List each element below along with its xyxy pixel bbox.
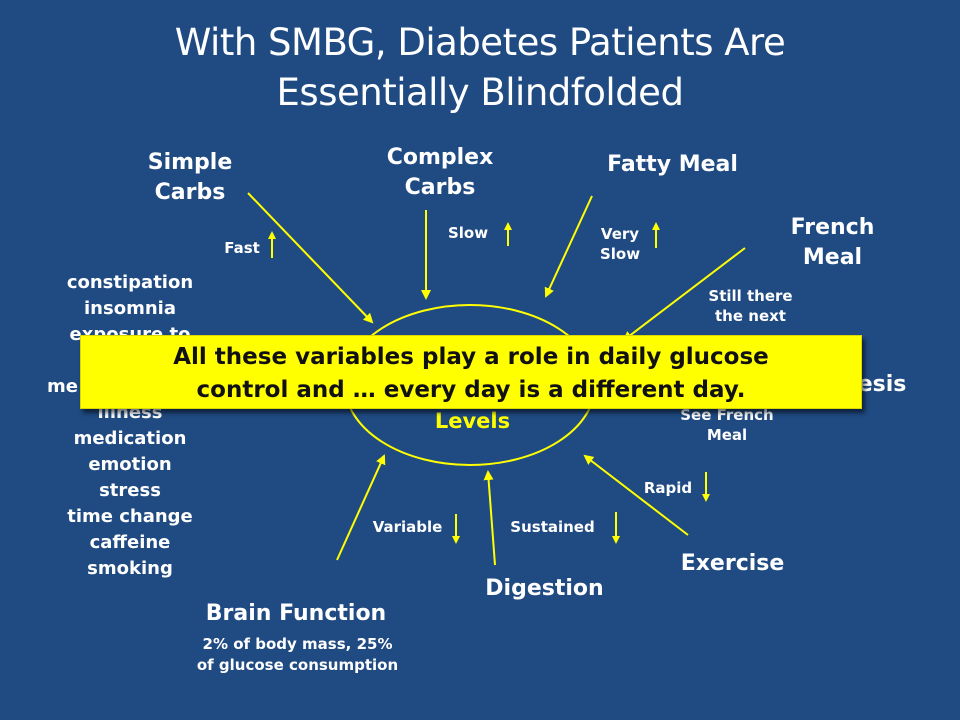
list-item: caffeine <box>89 532 171 553</box>
rate-rapid-label: Rapid <box>643 479 693 497</box>
arrow-exercise <box>583 454 689 536</box>
gastroparesis-note-line-2: Meal <box>706 426 748 444</box>
arrow-brain-function <box>336 454 386 561</box>
slide-title: With SMBG, Diabetes Patients Are Essenti… <box>0 18 960 118</box>
arrow-simple-carbs <box>247 192 374 324</box>
rate-slow-label: Slow <box>447 224 489 242</box>
slide-title-line-2: Essentially Blindfolded <box>276 71 684 114</box>
simple-carbs-line-1: Simple <box>147 150 233 175</box>
rate-very-slow-label: Very Slow <box>592 224 648 264</box>
arrow-digestion <box>483 470 496 566</box>
list-item: insomnia <box>84 298 176 319</box>
list-item: stress <box>99 480 161 501</box>
exercise-label: Exercise <box>680 551 785 576</box>
list-item: medication <box>73 428 187 449</box>
callout-banner: All these variables play a role in daily… <box>80 335 862 409</box>
simple-carbs-line-2: Carbs <box>154 180 226 205</box>
other-factors-list: constipation insomnia exposure to me ill… <box>40 270 220 582</box>
list-item: constipation <box>66 272 194 293</box>
list-item: time change <box>67 506 193 527</box>
brain-function-detail: 2% of body mass, 25% of glucose consumpt… <box>150 634 445 676</box>
arrow-french-meal <box>622 247 746 342</box>
list-item: emotion <box>88 454 172 475</box>
list-item: me <box>47 376 78 397</box>
french-meal-note-line-1: Still there <box>708 287 793 305</box>
rate-fast-label: Fast <box>224 239 260 257</box>
brain-function-detail-line-2: of glucose consumption <box>196 656 399 674</box>
callout-line-1: All these variables play a role in daily… <box>173 344 769 370</box>
french-meal-line-2: Meal <box>802 245 863 270</box>
brain-function-label: Brain Function <box>205 601 387 626</box>
french-meal-label: French Meal <box>765 213 900 273</box>
french-meal-line-1: French <box>790 215 875 240</box>
complex-carbs-line-1: Complex <box>386 145 494 170</box>
gastroparesis-note: See French Meal <box>662 405 792 445</box>
digestion-label: Digestion <box>485 576 604 601</box>
center-levels-label: Levels <box>434 409 511 433</box>
rate-very-slow-line-2: Slow <box>599 245 641 263</box>
complex-carbs-label: Complex Carbs <box>360 143 520 203</box>
simple-carbs-label: Simple Carbs <box>125 148 255 208</box>
rate-sustained-label: Sustained <box>510 518 595 536</box>
french-meal-note: Still there the next <box>688 286 813 326</box>
arrow-fatty-meal <box>544 195 593 298</box>
complex-carbs-line-2: Carbs <box>404 175 476 200</box>
gastroparesis-note-line-1: See French <box>680 406 774 424</box>
french-meal-note-line-2: the next <box>715 307 786 325</box>
callout-line-2: control and … every day is a different d… <box>196 377 746 403</box>
rate-variable-label: Variable <box>372 518 443 536</box>
slide-title-line-1: With SMBG, Diabetes Patients Are <box>174 21 786 64</box>
brain-function-detail-line-1: 2% of body mass, 25% <box>202 635 393 653</box>
list-item: smoking <box>87 558 173 579</box>
fatty-meal-label: Fatty Meal <box>607 152 738 177</box>
rate-very-slow-line-1: Very <box>600 225 640 243</box>
